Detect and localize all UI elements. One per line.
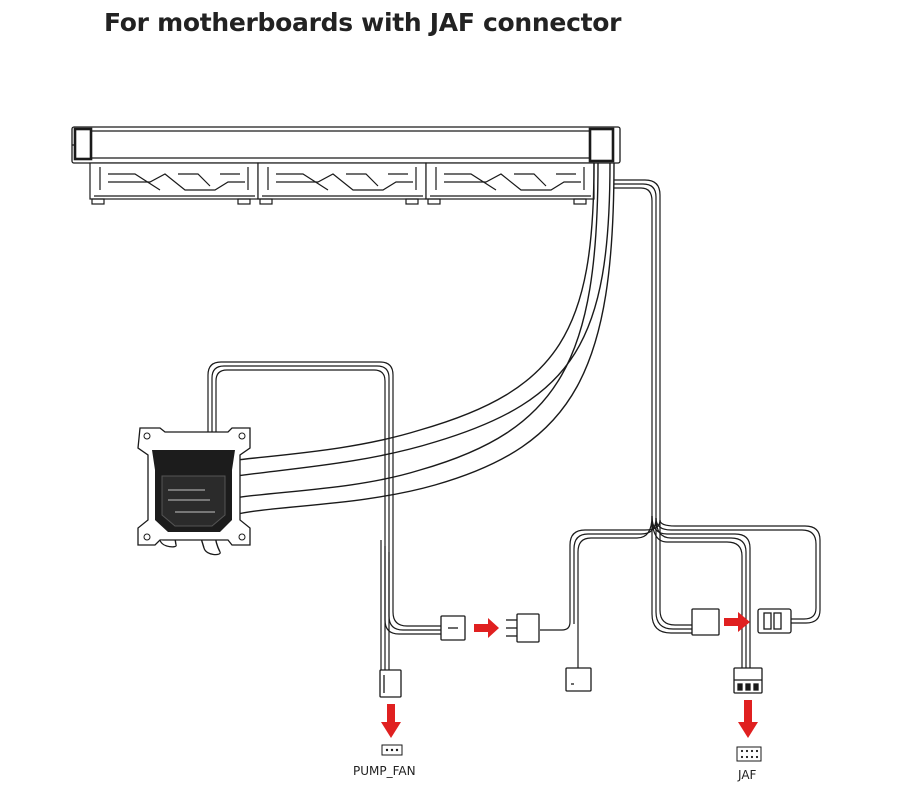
radiator (71, 126, 621, 164)
connectors (379, 608, 792, 698)
fan-cable (540, 179, 821, 668)
pump-fan-label: PUMP_FAN (353, 764, 416, 778)
jaf-header-icon (736, 746, 762, 762)
fan-cable-female (691, 608, 720, 636)
pump-cable (207, 361, 441, 672)
fan-3 (425, 162, 595, 205)
pump-extension-female (440, 615, 466, 641)
arrow-to-jaf (738, 700, 758, 738)
jaf-label: JAF (738, 768, 757, 782)
fan-cable-male (757, 608, 792, 634)
radiator-end-cap-right (588, 127, 615, 163)
fan-2 (257, 162, 427, 205)
pump-fan-header-icon (381, 744, 403, 756)
pump-fan-plug (379, 669, 402, 698)
fan-1 (89, 162, 259, 205)
page-title: For motherboards with JAF connector (104, 8, 622, 37)
spare-fan-header-plug (565, 667, 592, 692)
pump-block (137, 427, 251, 556)
connection-arrows (381, 612, 758, 738)
arrow-fan-cable (724, 612, 750, 632)
arrow-to-pump-fan (381, 704, 401, 738)
radiator-fans (89, 162, 595, 205)
pump-extension-male (506, 613, 540, 643)
arrow-pump-extension (474, 618, 499, 638)
jaf-plug (733, 667, 763, 694)
radiator-end-cap-left (73, 127, 93, 161)
